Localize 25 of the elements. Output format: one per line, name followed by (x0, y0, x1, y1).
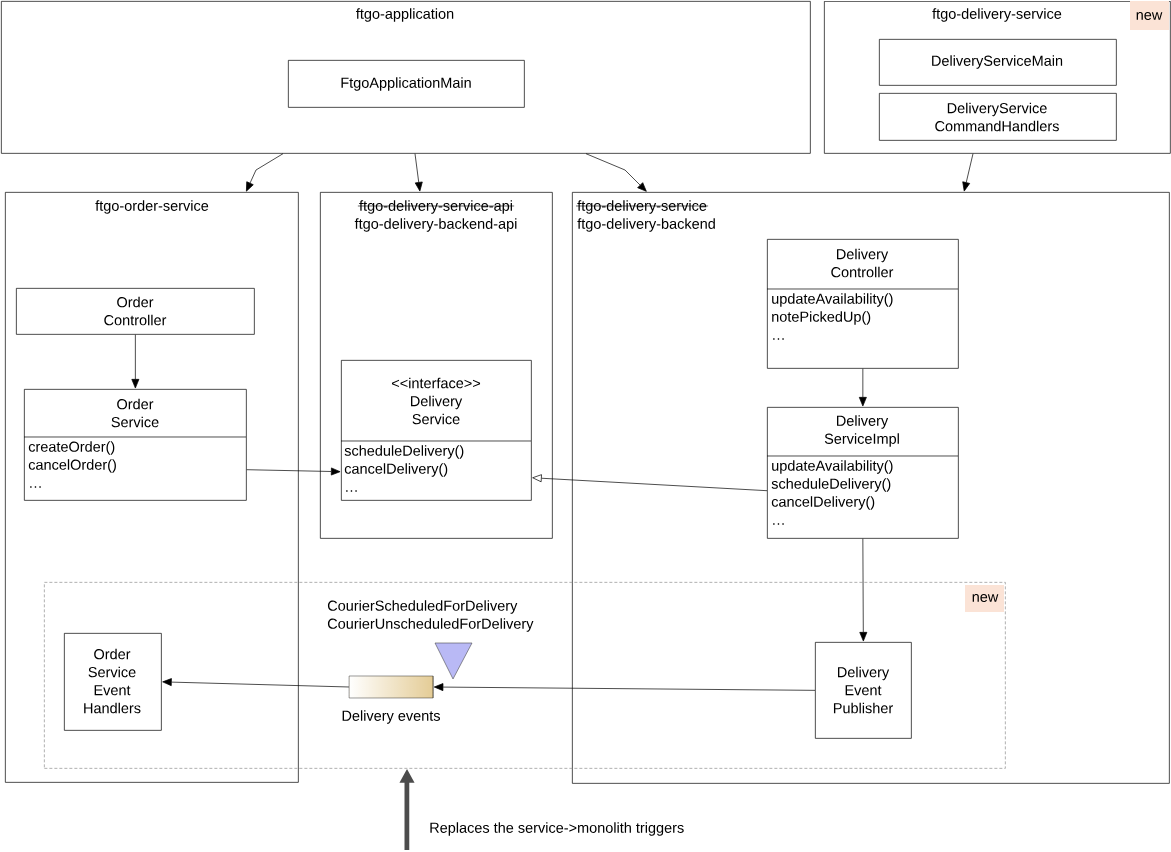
class-box: FtgoApplicationMain (288, 60, 525, 108)
arrow (532, 474, 768, 492)
arrow (585, 153, 647, 192)
arrow (433, 683, 816, 691)
node-label: Delivery events (342, 710, 441, 724)
note-text: Replaces the service->monolith triggers (430, 822, 684, 836)
arrow (858, 368, 867, 407)
class-box: Order Controller (16, 288, 255, 335)
event-label: CourierScheduledForDelivery CourierUnscheduledForDelivery (327, 600, 534, 632)
class-box: Order Service createOrder() cancelOrder() … (23, 389, 247, 501)
arrow (962, 153, 974, 192)
class-box: Delivery Controller updateAvailability() notePickedUp() … (766, 239, 959, 369)
arrow (246, 467, 341, 476)
arrow (162, 678, 350, 688)
message-channel: Delivery events (342, 675, 440, 724)
arrow (246, 153, 284, 192)
interface-box: <<interface>> Delivery Service scheduleDelivery() cancelDelivery() … (340, 360, 532, 501)
class-box: DeliveryService CommandHandlers (879, 93, 1117, 141)
arrow (859, 538, 868, 642)
class-box: DeliveryServiceMain (879, 39, 1117, 86)
class-box: Delivery Event Publisher (815, 642, 912, 739)
arrow (414, 153, 423, 192)
arrow (131, 334, 140, 389)
class-box: Order Service Event Handlers (64, 633, 162, 731)
class-box: Delivery ServiceImpl updateAvailability() scheduleDelivery() cancelDelivery() … (766, 407, 959, 539)
